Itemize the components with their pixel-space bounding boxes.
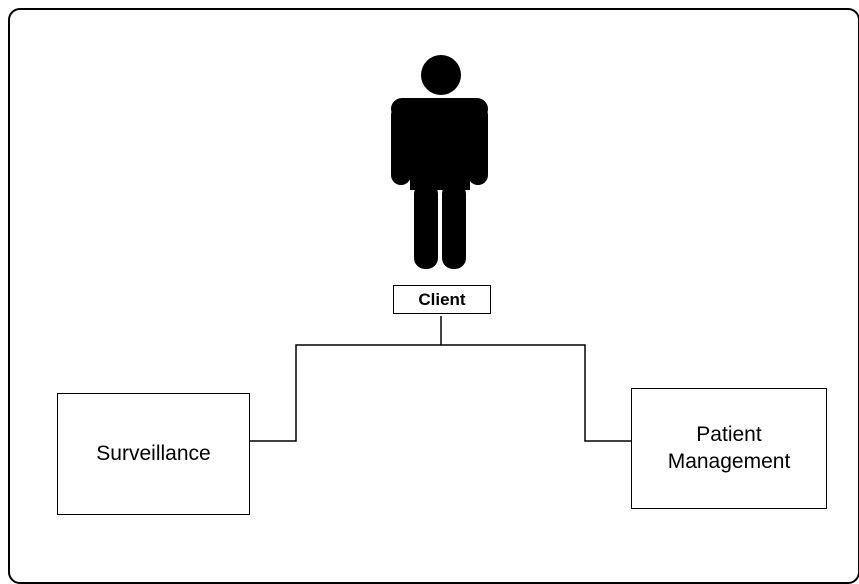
- connector-to-surveillance: [250, 316, 442, 442]
- connector-to-patient-management: [441, 344, 631, 442]
- person-icon: [391, 55, 488, 269]
- client-label-box: Client: [393, 285, 491, 314]
- client-label: Client: [418, 289, 466, 309]
- patient-management-box: Patient Management: [631, 388, 827, 509]
- patient-management-label-line2: Management: [667, 449, 791, 473]
- patient-management-label-line1: Patient: [696, 423, 762, 447]
- surveillance-label: Surveillance: [96, 442, 211, 465]
- surveillance-box: Surveillance: [57, 393, 250, 515]
